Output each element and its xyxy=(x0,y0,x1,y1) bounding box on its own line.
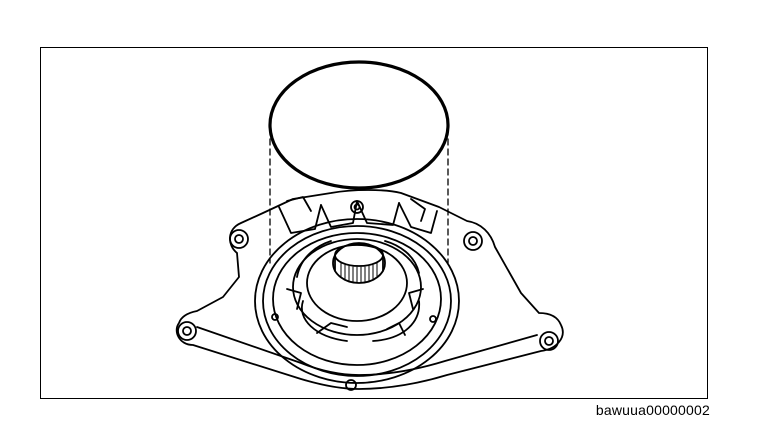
shaft-splines xyxy=(340,262,378,284)
illustration-frame xyxy=(40,47,708,399)
technical-illustration xyxy=(175,60,564,391)
figure-id-label: bawuua00000002 xyxy=(595,402,710,418)
alignment-guide-lines xyxy=(269,128,449,264)
o-ring-seal xyxy=(268,60,450,190)
oil-pump-housing xyxy=(175,189,564,391)
